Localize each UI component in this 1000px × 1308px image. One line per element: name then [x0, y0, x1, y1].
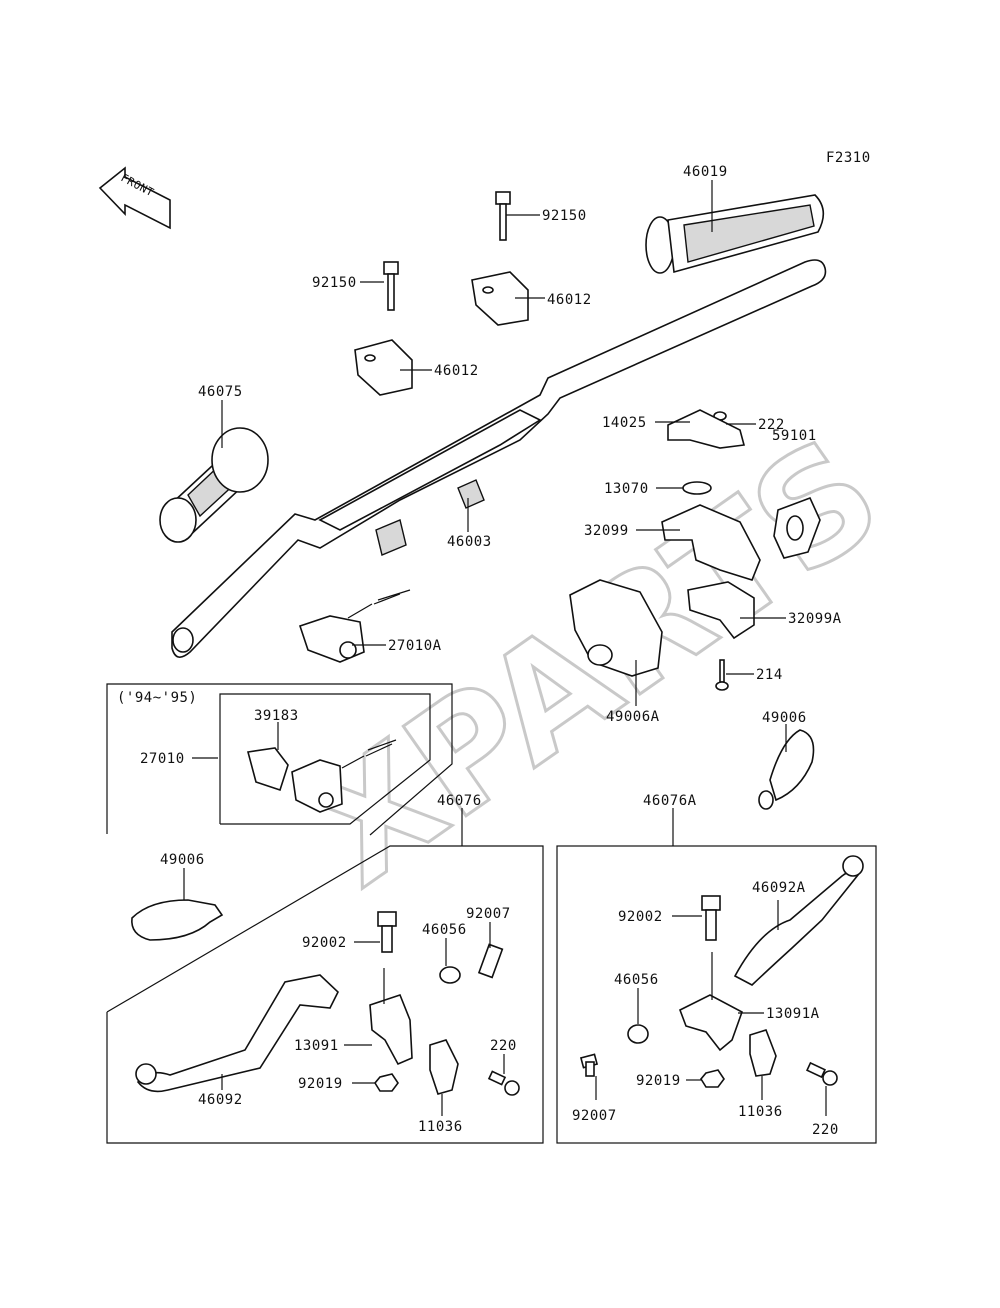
front-arrow-icon: FRONT	[98, 166, 171, 230]
cap-49006-left	[131, 899, 224, 941]
label-92007-left: 92007	[466, 906, 511, 922]
label-11036-left: 11036	[418, 1119, 463, 1135]
label-214: 214	[756, 667, 783, 683]
label-220-right: 220	[812, 1122, 839, 1138]
holder-13091a	[678, 994, 743, 1052]
holder-46012-lower	[354, 339, 413, 396]
label-46076: 46076	[437, 793, 482, 809]
cap-49006-right	[758, 729, 815, 810]
label-46019: 46019	[683, 164, 728, 180]
bolt-220-right	[805, 1061, 838, 1086]
holder-39183	[246, 747, 289, 792]
lever-46092a	[733, 855, 864, 986]
label-46012-upper: 46012	[547, 292, 592, 308]
label-49006-left: 49006	[160, 852, 205, 868]
collar-46056-left	[439, 966, 461, 984]
leader-lines	[183, 180, 827, 1116]
inset-year-label: ('94~'95)	[117, 690, 197, 706]
case-32099a	[687, 581, 755, 640]
switch-27010	[291, 739, 397, 813]
left-grip	[159, 427, 269, 543]
part-labels: 46019 92150 92150 46012 46012 46075 222 …	[140, 164, 842, 1138]
label-46056-left: 46056	[422, 922, 467, 938]
cover-49006a	[569, 579, 663, 677]
label-27010a: 27010A	[388, 638, 442, 654]
label-27010: 27010	[140, 751, 185, 767]
label-13091: 13091	[294, 1038, 339, 1054]
label-92007-right: 92007	[572, 1108, 617, 1124]
collar-46056-right	[627, 1024, 649, 1044]
cover-14025	[667, 409, 746, 449]
handlebar-pad	[375, 479, 485, 556]
label-92002-right: 92002	[618, 909, 663, 925]
holder-13091	[369, 994, 413, 1066]
label-59101: 59101	[772, 428, 817, 444]
label-49006a: 49006A	[606, 709, 660, 725]
label-92150-mid: 92150	[312, 275, 357, 291]
label-222: 222	[758, 417, 785, 433]
label-46076a: 46076A	[643, 793, 697, 809]
handlebar	[171, 259, 827, 658]
label-220-left: 220	[490, 1038, 517, 1054]
label-92019-right: 92019	[636, 1073, 681, 1089]
bolt-92007-right	[579, 1053, 599, 1077]
bolt-92002-right	[701, 895, 721, 941]
switch-27010a	[298, 589, 411, 663]
inset-box	[106, 683, 453, 836]
nut-92019-right	[700, 1069, 725, 1088]
bolt-92150-top	[495, 191, 511, 241]
label-32099a: 32099A	[788, 611, 842, 627]
label-32099: 32099	[584, 523, 629, 539]
label-46056-right: 46056	[614, 972, 659, 988]
bolt-92007-left	[477, 943, 504, 979]
clamp-11036-left	[429, 1039, 459, 1095]
label-46092: 46092	[198, 1092, 243, 1108]
nut-92019-left	[374, 1073, 399, 1092]
screw-214	[715, 659, 729, 691]
lever-46092	[135, 974, 339, 1093]
label-46092a: 46092A	[752, 880, 806, 896]
lever-box-left	[106, 845, 544, 1144]
holder-46012-upper	[471, 271, 529, 326]
label-92002-left: 92002	[302, 935, 347, 951]
case-59101	[773, 496, 821, 559]
label-49006-right: 49006	[762, 710, 807, 726]
clamp-11036-right	[749, 1029, 777, 1077]
case-32099	[661, 504, 761, 581]
bolt-220-left	[487, 1070, 520, 1096]
label-46075: 46075	[198, 384, 243, 400]
label-92019-left: 92019	[298, 1076, 343, 1092]
lever-box-right	[556, 845, 877, 1144]
label-92150-top: 92150	[542, 208, 587, 224]
label-13091a: 13091A	[766, 1006, 820, 1022]
figure-code: F2310	[826, 150, 871, 166]
label-13070: 13070	[604, 481, 649, 497]
bolt-92002-left	[377, 911, 397, 953]
label-46003: 46003	[447, 534, 492, 550]
label-39183: 39183	[254, 708, 299, 724]
right-grip	[645, 194, 825, 274]
label-11036-right: 11036	[738, 1104, 783, 1120]
label-14025: 14025	[602, 415, 647, 431]
ring-13070	[682, 481, 712, 495]
bolt-92150-mid	[383, 261, 399, 311]
label-46012-lower: 46012	[434, 363, 479, 379]
